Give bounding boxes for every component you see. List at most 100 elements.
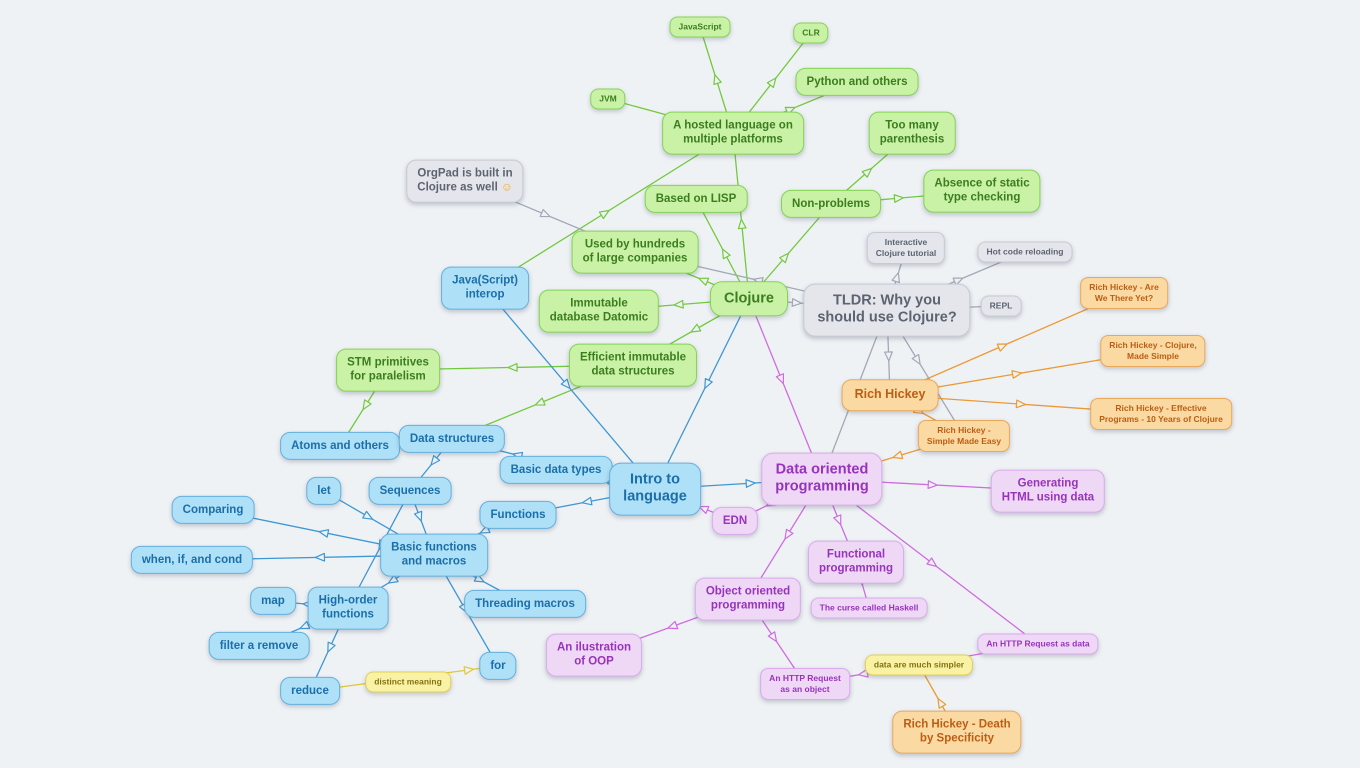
node-clojure[interactable]: Clojure — [710, 281, 788, 317]
arrowhead-basic-fn-when-if — [314, 552, 326, 562]
node-jvm[interactable]: JVM — [590, 88, 626, 110]
node-stm[interactable]: STM primitives for paralelism — [336, 348, 440, 392]
arrowhead-data-oriented-functional — [833, 514, 842, 526]
node-are-we[interactable]: Rich Hickey - Are We There Yet? — [1080, 276, 1168, 310]
arrowhead-tldr-tutorial — [891, 272, 900, 284]
node-interop[interactable]: Java(Script) interop — [441, 266, 529, 310]
node-hotcode[interactable]: Hot code reloading — [977, 241, 1073, 263]
arrowhead-edn-intro — [698, 505, 710, 515]
node-javascript[interactable]: JavaScript — [669, 16, 731, 38]
arrowhead-orgpad-used-by — [539, 208, 551, 218]
node-map[interactable]: map — [250, 586, 296, 616]
arrowhead-clojure-intro — [704, 377, 713, 389]
arrowhead-high-order-reduce — [327, 641, 336, 653]
arrowhead-simple-easy-data-oriented — [892, 450, 904, 460]
node-distinct[interactable]: distinct meaning — [365, 671, 451, 693]
node-filter[interactable]: filter a remove — [208, 631, 310, 661]
node-generating[interactable]: Generating HTML using data — [990, 469, 1106, 513]
arrowhead-sequences-basic-fn — [413, 510, 423, 522]
node-oop[interactable]: Object oriented programming — [694, 577, 802, 621]
node-python[interactable]: Python and others — [795, 67, 919, 97]
node-rich[interactable]: Rich Hickey — [841, 379, 939, 411]
arrowhead-data-oriented-generating — [927, 480, 938, 490]
arrowhead-death-much-simpler — [937, 697, 947, 709]
arrowhead-clojure-based-lisp — [721, 248, 731, 260]
node-let[interactable]: let — [306, 476, 342, 506]
node-functional[interactable]: Functional programming — [807, 540, 905, 584]
node-data-structures[interactable]: Data structures — [398, 424, 506, 454]
arrowhead-clojure-hosted — [737, 218, 747, 230]
node-haskell[interactable]: The curse called Haskell — [810, 597, 928, 619]
node-used-by[interactable]: Used by hundreds of large companies — [571, 230, 699, 274]
node-clr[interactable]: CLR — [793, 22, 829, 44]
edge-clojure-data-oriented — [748, 298, 823, 480]
arrowhead-stm-atoms — [362, 399, 372, 411]
arrowhead-rich-made-simple — [1011, 370, 1023, 379]
arrowhead-clojure-datomic — [673, 299, 684, 309]
arrowhead-clojure-non-problems — [779, 252, 789, 264]
node-repl[interactable]: REPL — [980, 295, 1022, 317]
arrowhead-efficient-stm — [507, 362, 518, 372]
node-edn[interactable]: EDN — [711, 506, 759, 536]
node-made-simple[interactable]: Rich Hickey - Clojure, Made Simple — [1100, 334, 1206, 368]
arrowhead-clojure-used-by — [698, 277, 710, 286]
node-absence[interactable]: Absence of static type checking — [923, 169, 1041, 213]
node-much-simpler[interactable]: data are much simpler — [864, 654, 974, 676]
edge-clojure-hosted — [732, 132, 750, 300]
node-data-oriented[interactable]: Data oriented programming — [761, 452, 883, 506]
arrowhead-hosted-clr — [766, 77, 777, 89]
arrowhead-non-problems-too-many — [861, 167, 873, 178]
node-hosted[interactable]: A hosted language on multiple platforms — [662, 111, 804, 155]
node-http-data[interactable]: An HTTP Request as data — [977, 633, 1099, 655]
arrowhead-data-structures-sequences — [430, 455, 441, 466]
node-effective[interactable]: Rich Hickey - Effective Programs - 10 Ye… — [1090, 397, 1232, 431]
arrowhead-clojure-tldr — [791, 298, 803, 307]
arrowhead-basic-fn-threading — [473, 573, 485, 583]
arrowhead-basic-fn-comparing — [318, 529, 330, 538]
node-intro[interactable]: Intro to language — [609, 462, 701, 516]
node-functions[interactable]: Functions — [479, 500, 557, 530]
node-non-problems[interactable]: Non-problems — [781, 189, 881, 219]
arrowhead-rich-are-we — [996, 343, 1008, 352]
node-basic-types[interactable]: Basic data types — [499, 455, 613, 485]
node-threading[interactable]: Threading macros — [464, 589, 586, 619]
arrowhead-let-basic-fn — [362, 510, 373, 520]
node-when-if[interactable]: when, if, and cond — [130, 545, 254, 575]
node-http-object[interactable]: An HTTP Request as an object — [760, 667, 850, 701]
node-death[interactable]: Rich Hickey - Death by Specificity — [892, 710, 1022, 754]
node-tutorial[interactable]: Interactive Clojure tutorial — [866, 231, 946, 265]
arrowhead-efficient-data-structures — [534, 397, 546, 406]
arrowhead-rich-effective — [1015, 399, 1027, 409]
node-oop-illus[interactable]: An ilustration of OOP — [545, 633, 643, 677]
node-efficient[interactable]: Efficient immutable data structures — [568, 343, 698, 387]
node-high-order[interactable]: High-order functions — [307, 586, 389, 630]
arrowhead-interop-intro — [560, 378, 571, 390]
arrowhead-reduce-for — [463, 666, 475, 675]
node-comparing[interactable]: Comparing — [171, 495, 255, 525]
node-simple-easy[interactable]: Rich Hickey - Simple Made Easy — [917, 419, 1011, 453]
arrowhead-tldr-rich — [884, 351, 893, 362]
arrowhead-interop-hosted — [598, 209, 610, 220]
arrowhead-hosted-javascript — [713, 74, 722, 86]
arrowhead-oop-oop-illus — [667, 620, 679, 630]
node-reduce[interactable]: reduce — [280, 676, 340, 706]
smiley-emoji: ☺ — [500, 182, 513, 194]
arrowhead-non-problems-absence — [893, 194, 905, 203]
node-tldr[interactable]: TLDR: Why you should use Clojure? — [803, 283, 971, 337]
arrowhead-oop-http-object — [767, 631, 778, 643]
node-too-many[interactable]: Too many parenthesis — [868, 111, 956, 155]
arrowhead-tldr-hotcode — [952, 277, 964, 286]
node-sequences[interactable]: Sequences — [368, 476, 452, 506]
arrowhead-intro-data-oriented — [745, 479, 756, 488]
node-based-lisp[interactable]: Based on LISP — [644, 184, 748, 214]
node-orgpad[interactable]: OrgPad is built in Clojure as well ☺ — [406, 159, 524, 203]
arrowhead-clojure-data-oriented — [775, 373, 785, 385]
node-basic-fn[interactable]: Basic functions and macros — [380, 533, 488, 577]
node-for[interactable]: for — [479, 651, 517, 681]
arrowhead-clojure-efficient — [690, 323, 702, 333]
arrowhead-tldr-simple-easy — [911, 353, 921, 365]
node-atoms[interactable]: Atoms and others — [280, 431, 400, 461]
arrowhead-basic-fn-high-order — [387, 574, 399, 584]
node-datomic[interactable]: Immutable database Datomic — [538, 289, 660, 333]
